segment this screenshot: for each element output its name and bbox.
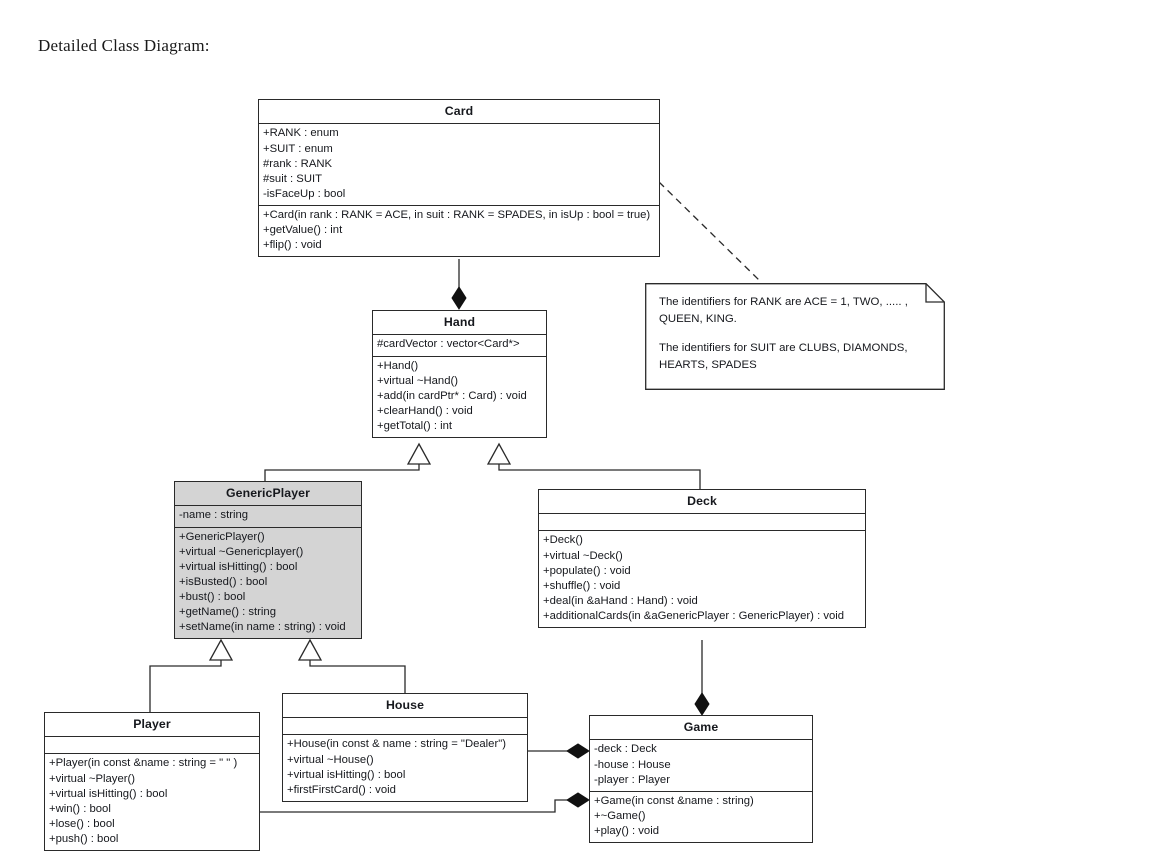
operation: +win() : bool [49, 802, 111, 815]
operation: +firstFirstCard() : void [287, 783, 396, 796]
attribute: -house : House [594, 758, 671, 771]
class-box-hand[interactable]: Hand #cardVector : vector<Card*> +Hand()… [372, 310, 547, 439]
attributes-genericplayer: -name : string [175, 506, 361, 528]
operation: +virtual ~Hand() [377, 374, 458, 387]
attribute: -name : string [179, 509, 249, 522]
operation: +virtual ~House() [287, 753, 374, 766]
edge-genericplayer-player [149, 660, 222, 712]
edge-hand-deck [498, 464, 701, 489]
operations-genericplayer: +GenericPlayer() +virtual ~Genericplayer… [175, 528, 361, 639]
attribute: -deck : Deck [594, 743, 657, 756]
operation: +isBusted() : bool [179, 575, 268, 588]
operation: +play() : void [594, 825, 659, 838]
operation: +virtual isHitting() : bool [179, 560, 298, 573]
attribute: #suit : SUIT [263, 172, 323, 185]
edge-hand-genericplayer [264, 464, 420, 481]
class-name-card: Card [259, 100, 659, 125]
operation: +virtual ~Deck() [543, 549, 623, 562]
operation: +shuffle() : void [543, 579, 621, 592]
operation: +House(in const & name : string = "Deale… [287, 738, 506, 751]
operation: +populate() : void [543, 564, 631, 577]
operation: +deal(in &aHand : Hand) : void [543, 594, 698, 607]
generalization-arrow-hand-genericplayer [406, 442, 432, 465]
class-name-deck: Deck [539, 490, 865, 515]
class-box-deck[interactable]: Deck +Deck() +virtual ~Deck() +populate(… [538, 489, 866, 629]
operation: +virtual isHitting() : bool [287, 768, 406, 781]
class-name-game: Game [590, 716, 812, 741]
generalization-arrow-hand-deck [486, 442, 512, 465]
class-box-game[interactable]: Game -deck : Deck -house : House -player… [589, 715, 813, 844]
operation: +flip() : void [263, 239, 322, 252]
operation: +virtual ~Genericplayer() [179, 545, 304, 558]
edge-genericplayer-house [309, 660, 406, 693]
operations-player: +Player(in const &name : string = " " ) … [45, 754, 259, 850]
attributes-deck [539, 514, 865, 532]
attributes-player [45, 737, 259, 755]
operations-hand: +Hand() +virtual ~Hand() +add(in cardPtr… [373, 357, 546, 438]
operation: +getName() : string [179, 606, 276, 619]
class-name-player: Player [45, 713, 259, 738]
note-paragraph: The identifiers for RANK are ACE = 1, TW… [659, 296, 908, 325]
operations-game: +Game(in const &name : string) +~Game() … [590, 792, 812, 842]
composition-diamond-card-hand [451, 286, 467, 310]
attributes-hand: #cardVector : vector<Card*> [373, 335, 546, 357]
class-name-hand: Hand [373, 311, 546, 336]
operation: +lose() : bool [49, 817, 115, 830]
composition-diamond-house-game [566, 743, 590, 759]
note-shape [645, 283, 945, 390]
note-text: The identifiers for RANK are ACE = 1, TW… [659, 294, 931, 373]
class-name-genericplayer: GenericPlayer [175, 482, 361, 507]
attributes-card: +RANK : enum +SUIT : enum #rank : RANK #… [259, 124, 659, 207]
operation: +virtual ~Player() [49, 772, 136, 785]
generalization-arrow-genericplayer-player [208, 638, 234, 661]
class-box-player[interactable]: Player +Player(in const &name : string =… [44, 712, 260, 852]
attributes-house [283, 718, 527, 736]
operation: +additionalCards(in &aGenericPlayer : Ge… [543, 610, 845, 623]
composition-diamond-deck-game [694, 692, 710, 716]
composition-diamond-player-game [566, 792, 590, 808]
class-name-house: House [283, 694, 527, 719]
operation: +push() : bool [49, 833, 119, 846]
attribute: -isFaceUp : bool [263, 187, 346, 200]
generalization-arrow-genericplayer-house [297, 638, 323, 661]
operation: +getTotal() : int [377, 420, 453, 433]
operation: +Card(in rank : RANK = ACE, in suit : RA… [263, 209, 651, 222]
operation: +Hand() [377, 359, 419, 372]
note-body: The identifiers for RANK are ACE = 1, TW… [645, 283, 945, 390]
note-rank-suit: The identifiers for RANK are ACE = 1, TW… [645, 283, 945, 390]
operation: +bust() : bool [179, 591, 246, 604]
class-box-genericplayer[interactable]: GenericPlayer -name : string +GenericPla… [174, 481, 362, 640]
class-box-house[interactable]: House +House(in const & name : string = … [282, 693, 528, 802]
operation: +setName(in name : string) : void [179, 621, 346, 634]
edge-card-note [658, 181, 761, 282]
operation: +~Game() [594, 809, 646, 822]
operation: +Player(in const &name : string = " " ) [49, 757, 238, 770]
operations-deck: +Deck() +virtual ~Deck() +populate() : v… [539, 531, 865, 627]
operation: +add(in cardPtr* : Card) : void [377, 389, 527, 402]
operation: +virtual isHitting() : bool [49, 787, 168, 800]
attribute: #rank : RANK [263, 157, 333, 170]
operation: +GenericPlayer() [179, 530, 265, 543]
attributes-game: -deck : Deck -house : House -player : Pl… [590, 740, 812, 792]
operation: +getValue() : int [263, 224, 343, 237]
page-title: Detailed Class Diagram: [38, 36, 210, 55]
attribute: -player : Player [594, 773, 670, 786]
operations-house: +House(in const & name : string = "Deale… [283, 735, 527, 801]
operation: +Game(in const &name : string) [594, 794, 754, 807]
attribute: +SUIT : enum [263, 142, 333, 155]
class-box-card[interactable]: Card +RANK : enum +SUIT : enum #rank : R… [258, 99, 660, 258]
attribute: +RANK : enum [263, 127, 339, 140]
attribute: #cardVector : vector<Card*> [377, 338, 520, 351]
note-paragraph: The identifiers for SUIT are CLUBS, DIAM… [659, 342, 908, 371]
operations-card: +Card(in rank : RANK = ACE, in suit : RA… [259, 206, 659, 256]
operation: +clearHand() : void [377, 404, 473, 417]
operation: +Deck() [543, 534, 583, 547]
